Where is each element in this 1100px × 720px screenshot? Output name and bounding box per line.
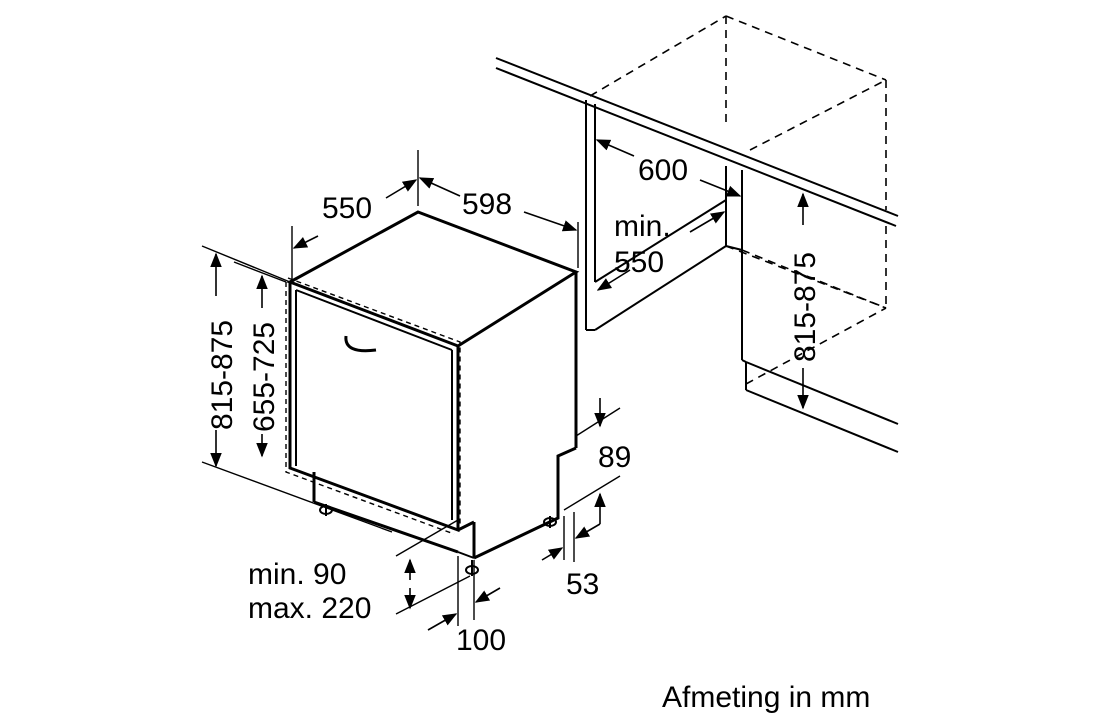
label-height-815-875: 815-875 <box>206 320 239 430</box>
dim-width-598 <box>418 177 578 232</box>
label-100: 100 <box>456 624 506 657</box>
label-550: 550 <box>322 192 372 225</box>
dim-niche-depth <box>596 211 726 291</box>
caption-units: Afmeting in mm <box>662 681 870 714</box>
dishwasher-body <box>285 210 580 576</box>
dim-foot-100 <box>427 587 501 631</box>
label-niche-depth-min: min. <box>614 210 671 243</box>
dim-depth-550 <box>292 179 418 249</box>
label-niche-depth-550: 550 <box>614 246 664 279</box>
dim-niche-width <box>595 139 742 197</box>
label-height-655-725: 655-725 <box>248 322 281 432</box>
label-niche-height: 815-875 <box>789 252 822 362</box>
cabinet-niche <box>495 15 899 453</box>
label-53: 53 <box>566 568 599 601</box>
label-foot-min: min. 90 <box>248 558 346 591</box>
label-foot-max: max. 220 <box>248 592 371 625</box>
dim-plinth-53 <box>541 523 601 561</box>
label-600: 600 <box>638 154 688 187</box>
label-89: 89 <box>598 441 631 474</box>
label-598: 598 <box>462 188 512 221</box>
